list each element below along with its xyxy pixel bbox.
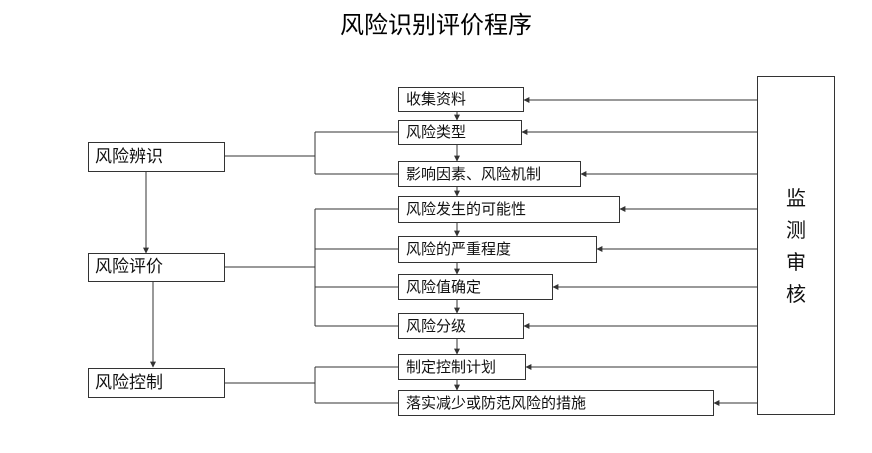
monitor-char-2: 测	[786, 217, 806, 242]
phase-evaluate-box: 风险评价	[88, 253, 225, 282]
monitor-char-3: 审	[786, 249, 806, 274]
monitor-char-4: 核	[786, 281, 806, 306]
step-box-risk-type: 风险类型	[398, 120, 522, 145]
step-box-control-plan: 制定控制计划	[398, 354, 526, 380]
step-box-severity: 风险的严重程度	[398, 236, 597, 263]
monitor-char-1: 监	[786, 185, 806, 210]
monitor-audit-box: 监 测 审 核	[757, 76, 835, 415]
diagram-title: 风险识别评价程序	[340, 11, 532, 39]
step-box-likelihood: 风险发生的可能性	[398, 196, 620, 223]
step-box-risk-value: 风险值确定	[398, 274, 553, 300]
step-box-collect-data: 收集资料	[398, 87, 524, 112]
phase-control-box: 风险控制	[88, 368, 225, 398]
phase-identify-box: 风险辨识	[88, 142, 225, 172]
step-box-risk-grading: 风险分级	[398, 313, 524, 339]
step-box-factors-mechanism: 影响因素、风险机制	[398, 161, 581, 187]
step-box-mitigation-measures: 落实减少或防范风险的措施	[398, 390, 714, 416]
